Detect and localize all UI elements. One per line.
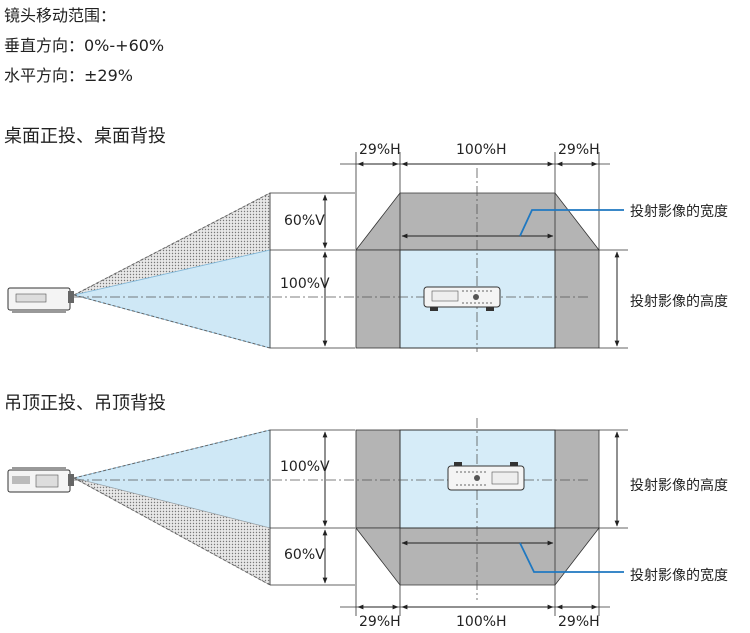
ceiling-projector-icon: [7, 467, 74, 493]
ceiling-left-shift-label: 29%H: [359, 614, 401, 630]
desk-left-shift-label: 29%H: [359, 142, 401, 158]
horizontal-shift-range: 水平方向：±29%: [4, 66, 133, 85]
desk-width-label: 投射影像的宽度: [630, 204, 728, 220]
ceiling-projector-front-icon: [447, 462, 525, 491]
vertical-shift-range: 垂直方向：0%-+60%: [4, 36, 165, 55]
ceiling-diagram: [7, 418, 628, 616]
desk-shift-area-right: [554, 249, 600, 349]
ceiling-shift-area-left: [355, 429, 401, 529]
ceiling-section-title: 吊顶正投、吊顶背投: [4, 393, 166, 414]
ceiling-width-label: 投射影像的宽度: [630, 568, 728, 584]
ceiling-right-shift-label: 29%H: [558, 614, 600, 630]
desk-vertical-full-label: 100%V: [280, 276, 330, 292]
ceiling-center-width-label: 100%H: [456, 614, 507, 630]
desk-center-width-label: 100%H: [456, 142, 507, 158]
desk-right-shift-label: 29%H: [558, 142, 600, 158]
ceiling-shift-area-right: [554, 429, 600, 529]
desk-projector-front-icon: [423, 286, 501, 311]
ceiling-vertical-shift-label: 60%V: [284, 547, 325, 563]
ceiling-vertical-full-label: 100%V: [280, 459, 330, 475]
desk-width-callout: [519, 209, 624, 237]
desk-shift-area-top: [355, 192, 600, 251]
desk-vertical-shift-label: 60%V: [284, 213, 325, 229]
lens-shift-title: 镜头移动范围：: [4, 6, 117, 25]
desk-section-title: 桌面正投、桌面背投: [4, 126, 166, 147]
desk-diagram: [7, 152, 628, 352]
ceiling-height-label: 投射影像的高度: [630, 478, 728, 494]
desk-projector-icon: [7, 287, 74, 313]
ceiling-shift-area-bottom: [355, 527, 600, 586]
desk-height-label: 投射影像的高度: [630, 294, 728, 310]
ceiling-width-callout: [519, 542, 624, 573]
desk-shift-area-left: [355, 249, 401, 349]
